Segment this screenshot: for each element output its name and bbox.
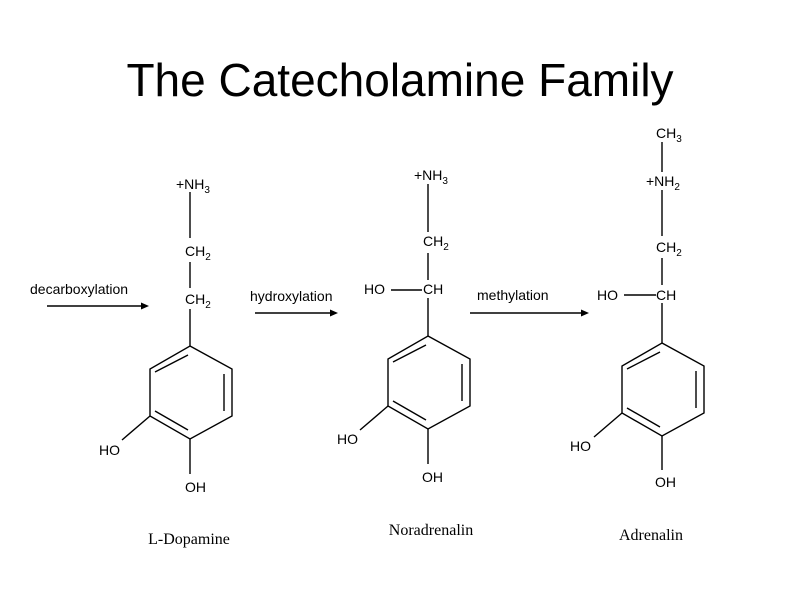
- ch2-group: CH2: [423, 233, 449, 253]
- step-label-hydroxylation: hydroxylation: [250, 288, 333, 304]
- methyl-group: CH3: [656, 125, 682, 145]
- hydroxyl-label: OH: [422, 469, 443, 485]
- ch2-group: CH2: [656, 239, 682, 259]
- benzene-ring: [621, 342, 705, 437]
- ring-double-bond: [392, 344, 427, 363]
- arrow-hydroxylation: hydroxylation: [250, 288, 338, 317]
- hydroxyl-label: HO: [99, 442, 120, 458]
- benzene-ring: [387, 335, 471, 430]
- benzene-ring: [149, 345, 233, 440]
- ch-group: CH: [656, 287, 676, 303]
- name-dopamine: L-Dopamine: [148, 531, 230, 548]
- page-title: The Catecholamine Family: [126, 54, 673, 106]
- ch2-group: CH2: [185, 291, 211, 311]
- hydroxyl-label: OH: [655, 474, 676, 490]
- name-noradrenalin: Noradrenalin: [389, 522, 473, 539]
- ring-double-bond: [154, 354, 189, 373]
- bond: [121, 415, 151, 441]
- ch2-group: CH2: [185, 243, 211, 263]
- ch-group: CH: [423, 281, 443, 297]
- hydroxyl-label: HO: [364, 281, 385, 297]
- arrow-methylation: methylation: [470, 287, 589, 317]
- arrow-head: [581, 309, 589, 317]
- hydroxyl-label: HO: [597, 287, 618, 303]
- step-label-methylation: methylation: [477, 287, 549, 303]
- molecule-dopamine: +NH3 CH2 CH2 HO OH L-Dopamine: [99, 176, 233, 548]
- bond: [593, 412, 623, 438]
- step-label-decarboxylation: decarboxylation: [30, 281, 128, 297]
- hydroxyl-label: HO: [337, 431, 358, 447]
- arrow-head: [330, 309, 338, 317]
- ring-double-bond: [626, 351, 661, 370]
- hydroxyl-label: OH: [185, 479, 206, 495]
- ammonium-group: +NH2: [646, 173, 680, 193]
- ammonium-group: +NH3: [176, 176, 210, 196]
- molecule-adrenalin: CH3 +NH2 CH2 HO CH HO OH Adrenalin: [570, 125, 705, 544]
- ring-double-bond: [392, 400, 427, 421]
- bond: [359, 405, 389, 431]
- arrow-decarboxylation: decarboxylation: [30, 281, 149, 310]
- name-adrenalin: Adrenalin: [619, 527, 683, 544]
- ammonium-group: +NH3: [414, 167, 448, 187]
- hydroxyl-label: HO: [570, 438, 591, 454]
- ring-double-bond: [154, 410, 189, 431]
- molecule-noradrenalin: +NH3 CH2 HO CH HO OH Noradrenalin: [337, 167, 473, 539]
- ring-double-bond: [626, 407, 661, 428]
- arrow-head: [141, 302, 149, 310]
